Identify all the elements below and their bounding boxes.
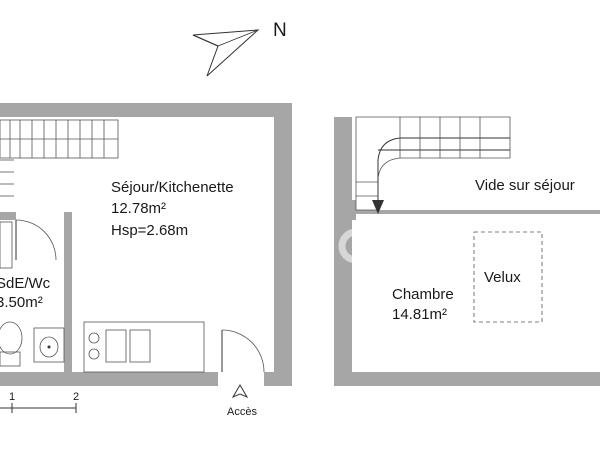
entrance-label: Accès <box>227 406 257 418</box>
bathroom-name: SdE/Wc <box>0 275 51 292</box>
upper-floor-staircase <box>355 116 511 214</box>
void-over-living-label: Vide sur séjour <box>475 177 575 194</box>
ground-floor-walls <box>0 103 292 386</box>
bathroom-area: 3.50m² <box>0 294 43 311</box>
north-label: N <box>273 20 287 41</box>
living-room-ceiling-height: Hsp=2.68m <box>111 222 188 239</box>
living-room-name: Séjour/Kitchenette <box>111 179 234 196</box>
kitchen-counter <box>83 321 205 373</box>
toilet-icon <box>0 321 23 367</box>
scale-bar <box>0 403 77 413</box>
bedroom-area: 14.81m² <box>392 306 447 323</box>
bedroom-name: Chambre <box>392 286 454 303</box>
entrance-arrow-icon <box>231 384 249 399</box>
ground-floor-staircase <box>0 119 119 197</box>
shower-icon <box>0 221 13 269</box>
scale-tick-2: 2 <box>73 391 79 403</box>
skylight-outline <box>473 231 543 323</box>
skylight-label: Velux <box>484 269 521 286</box>
north-arrow-icon <box>192 29 260 77</box>
entrance-door <box>221 329 265 373</box>
bathroom-door <box>15 219 57 261</box>
scale-tick-1: 1 <box>9 391 15 403</box>
living-room-area: 12.78m² <box>111 200 166 217</box>
watermark-logo <box>262 228 374 264</box>
upper-floor-walls <box>334 117 600 386</box>
washbasin-icon <box>33 327 65 363</box>
